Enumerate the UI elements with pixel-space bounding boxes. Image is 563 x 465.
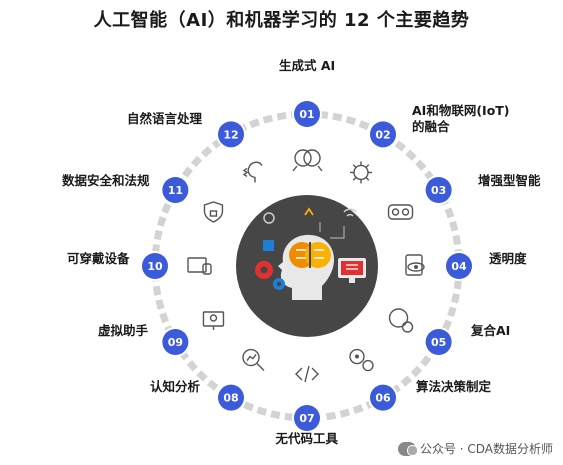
trend-label-10: 可穿戴设备 <box>67 251 130 266</box>
trend-node-08: 08 <box>216 382 246 413</box>
monitor-icon <box>338 258 366 283</box>
node-number: 06 <box>375 392 391 405</box>
trend-label-12: 自然语言处理 <box>127 111 203 126</box>
node-number: 03 <box>431 184 446 197</box>
bulb-icon <box>304 207 314 216</box>
trend-node-05: 05 <box>423 327 454 357</box>
trend-label-01: 生成式 AI <box>279 58 336 73</box>
trend-node-04: 04 <box>444 251 474 281</box>
watermark-text: 公众号 · CDA数据分析师 <box>419 442 553 456</box>
trend-label-11: 数据安全和法规 <box>62 173 150 188</box>
trend-label-08: 认知分析 <box>150 379 201 394</box>
trend-label-07: 无代码工具 <box>275 431 339 446</box>
wifi-icon <box>343 208 357 217</box>
node-circle <box>425 177 452 203</box>
node-number: 11 <box>168 184 183 197</box>
shield-lock-icon <box>203 201 224 223</box>
trend-label-02: AI和物联网(IoT) 的融合 <box>412 103 510 134</box>
node-circle <box>142 253 168 279</box>
node-number: 08 <box>223 392 238 405</box>
node-circle <box>294 405 320 431</box>
node-number: 10 <box>147 260 163 273</box>
speaking-head-icon <box>242 161 263 183</box>
brain-right-icon <box>305 242 331 268</box>
watermark: 公众号 · CDA数据分析师 <box>397 440 553 457</box>
assistant-monitor-icon <box>202 311 225 330</box>
brain-gear-icon <box>388 308 414 333</box>
node-circle <box>425 329 452 355</box>
node-number: 04 <box>451 260 467 273</box>
node-number: 09 <box>168 336 183 349</box>
trend-node-06: 06 <box>368 382 398 413</box>
trend-label-04: 透明度 <box>489 251 527 266</box>
node-circle <box>370 384 396 411</box>
ai-head-illustration <box>255 207 366 300</box>
trend-node-11: 11 <box>160 175 191 205</box>
wearable-device-icon <box>187 257 212 275</box>
code-tag-icon <box>295 365 319 383</box>
node-number: 07 <box>299 412 314 425</box>
node-circle <box>294 101 320 127</box>
virus-network-icon <box>350 161 372 184</box>
vr-headset-icon <box>387 204 414 220</box>
magnifier-chart-icon <box>242 348 265 372</box>
node-circle <box>218 384 244 411</box>
trend-node-09: 09 <box>160 327 191 357</box>
node-number: 02 <box>375 128 390 141</box>
settings-icon <box>263 212 275 224</box>
chip-icon <box>263 240 274 251</box>
trend-node-03: 03 <box>423 175 454 205</box>
node-circle <box>218 121 244 148</box>
trend-node-10: 10 <box>140 251 170 281</box>
trend-node-07: 07 <box>292 403 322 433</box>
trend-label-06: 算法决策制定 <box>416 379 492 394</box>
node-circle <box>162 329 189 355</box>
wechat-icon <box>397 441 418 456</box>
gear-icon <box>255 261 285 290</box>
trend-node-12: 12 <box>216 119 246 150</box>
trend-label-09: 虚拟助手 <box>98 323 149 338</box>
eye-document-icon <box>405 254 425 276</box>
trend-label-03: 增强型智能 <box>478 173 541 188</box>
node-circle <box>162 177 189 203</box>
page-title: 人工智能（AI）和机器学习的 12 个主要趋势 <box>93 10 470 31</box>
node-number: 12 <box>223 128 238 141</box>
brain-circuit-icon <box>292 149 323 172</box>
trend-node-01: 01 <box>292 99 322 129</box>
trend-node-02: 02 <box>368 119 398 150</box>
node-circle <box>446 253 472 279</box>
trend-label-05: 复合AI <box>471 323 511 338</box>
node-number: 05 <box>431 336 446 349</box>
gears-icon <box>349 348 374 372</box>
node-number: 01 <box>299 108 314 121</box>
node-circle <box>370 121 396 148</box>
